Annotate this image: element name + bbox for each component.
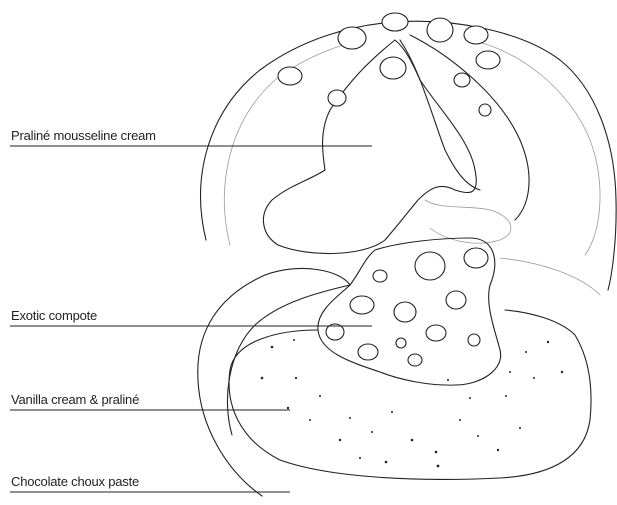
compote-piece xyxy=(446,291,466,309)
praline-bead xyxy=(454,73,470,87)
label-vanilla-cream: Vanilla cream & praliné xyxy=(11,392,139,407)
compote-piece xyxy=(358,344,378,360)
compote-piece xyxy=(396,338,406,348)
compote-piece xyxy=(468,334,480,346)
label-exotic-compote: Exotic compote xyxy=(11,308,97,323)
praline-bead xyxy=(380,57,406,79)
vanilla-cream-edge xyxy=(500,258,600,295)
vanilla-cream-layer xyxy=(229,310,591,479)
pastry-inner-outline-right xyxy=(470,40,600,255)
praline-bead xyxy=(338,27,366,49)
praline-bead xyxy=(476,51,500,69)
praline-bead xyxy=(427,18,453,42)
compote-piece xyxy=(426,325,446,341)
chocolate-choux-shell xyxy=(198,268,350,496)
praline-bead xyxy=(382,13,408,31)
praline-bead xyxy=(328,90,346,106)
praline-bead xyxy=(479,104,491,116)
praline-bead xyxy=(278,67,302,85)
compote-piece xyxy=(350,296,374,314)
compote-piece xyxy=(373,270,387,282)
pastry-top-outline xyxy=(201,21,617,290)
compote-piece xyxy=(408,354,422,366)
praline-lobe-shadow xyxy=(425,200,511,243)
label-praline-mousseline: Praliné mousseline cream xyxy=(11,128,156,143)
compote-piece xyxy=(415,252,445,280)
praline-lobe-divider xyxy=(400,40,480,190)
praline-bead xyxy=(464,26,488,44)
label-chocolate-choux: Chocolate choux paste xyxy=(11,474,139,489)
chocolate-choux-inner xyxy=(227,285,350,435)
compote-piece xyxy=(464,248,488,268)
compote-piece xyxy=(394,302,416,322)
